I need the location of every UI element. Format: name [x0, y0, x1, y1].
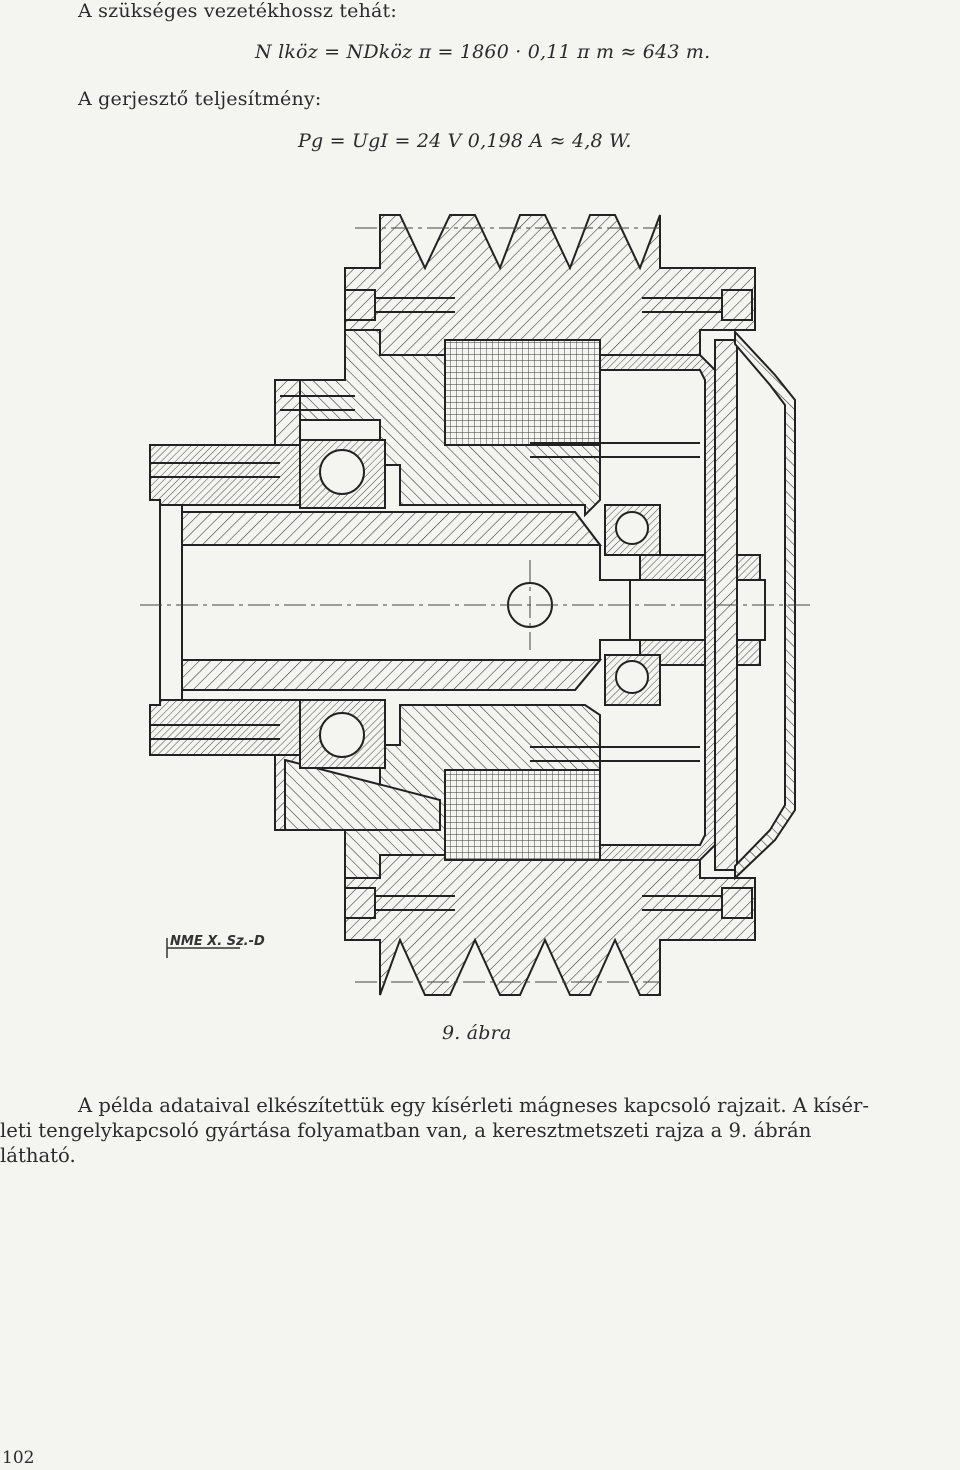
pulley-top — [344, 214, 756, 356]
page-number: 102 — [2, 1448, 35, 1468]
formula-wire-length: N lköz = NDköz π = 1860 · 0,11 π m ≈ 643… — [255, 41, 711, 63]
center-lines — [140, 227, 815, 983]
flange-left-top — [274, 379, 301, 446]
coil-top — [444, 339, 601, 446]
shaft-end-hub-top — [639, 554, 761, 581]
paragraph-line-1: A példa adataival elkészítettük egy kísé… — [78, 1094, 869, 1117]
paragraph-line-2: leti tengelykapcsoló gyártása folyamatba… — [0, 1119, 812, 1142]
cover — [734, 329, 796, 881]
intro-line-wire-length: A szükséges vezetékhossz tehát: — [78, 0, 397, 22]
bearing-small-top-ball — [615, 511, 649, 545]
bearing-small-bottom-ball — [615, 660, 649, 694]
figure-caption: 9. ábra — [442, 1022, 512, 1044]
pulley-bottom — [344, 854, 756, 996]
paragraph-line-3: látható. — [0, 1144, 76, 1167]
shaft-end — [629, 579, 766, 641]
bearing-large-bottom-ball — [319, 712, 365, 758]
body-paragraph: A példa adataival elkészítettük egy kísé… — [0, 1093, 960, 1168]
intro-line-excitation-power: A gerjesztő teljesítmény: — [78, 88, 322, 110]
bolts — [150, 289, 753, 919]
coil-bottom — [444, 769, 601, 861]
shaft-hatch-top — [181, 511, 603, 546]
left-cavity — [159, 504, 183, 701]
shaft-hatch-bottom — [181, 659, 603, 691]
spacer-ring — [284, 758, 441, 831]
formula-excitation-power: Pg = UgI = 24 V 0,198 A ≈ 4,8 W. — [298, 130, 632, 152]
bearing-large-top-ball — [319, 449, 365, 495]
drawing-stamp: NME X. Sz.-D — [170, 934, 265, 949]
clutch-cross-section-drawing: NME X. Sz.-D — [140, 214, 815, 996]
